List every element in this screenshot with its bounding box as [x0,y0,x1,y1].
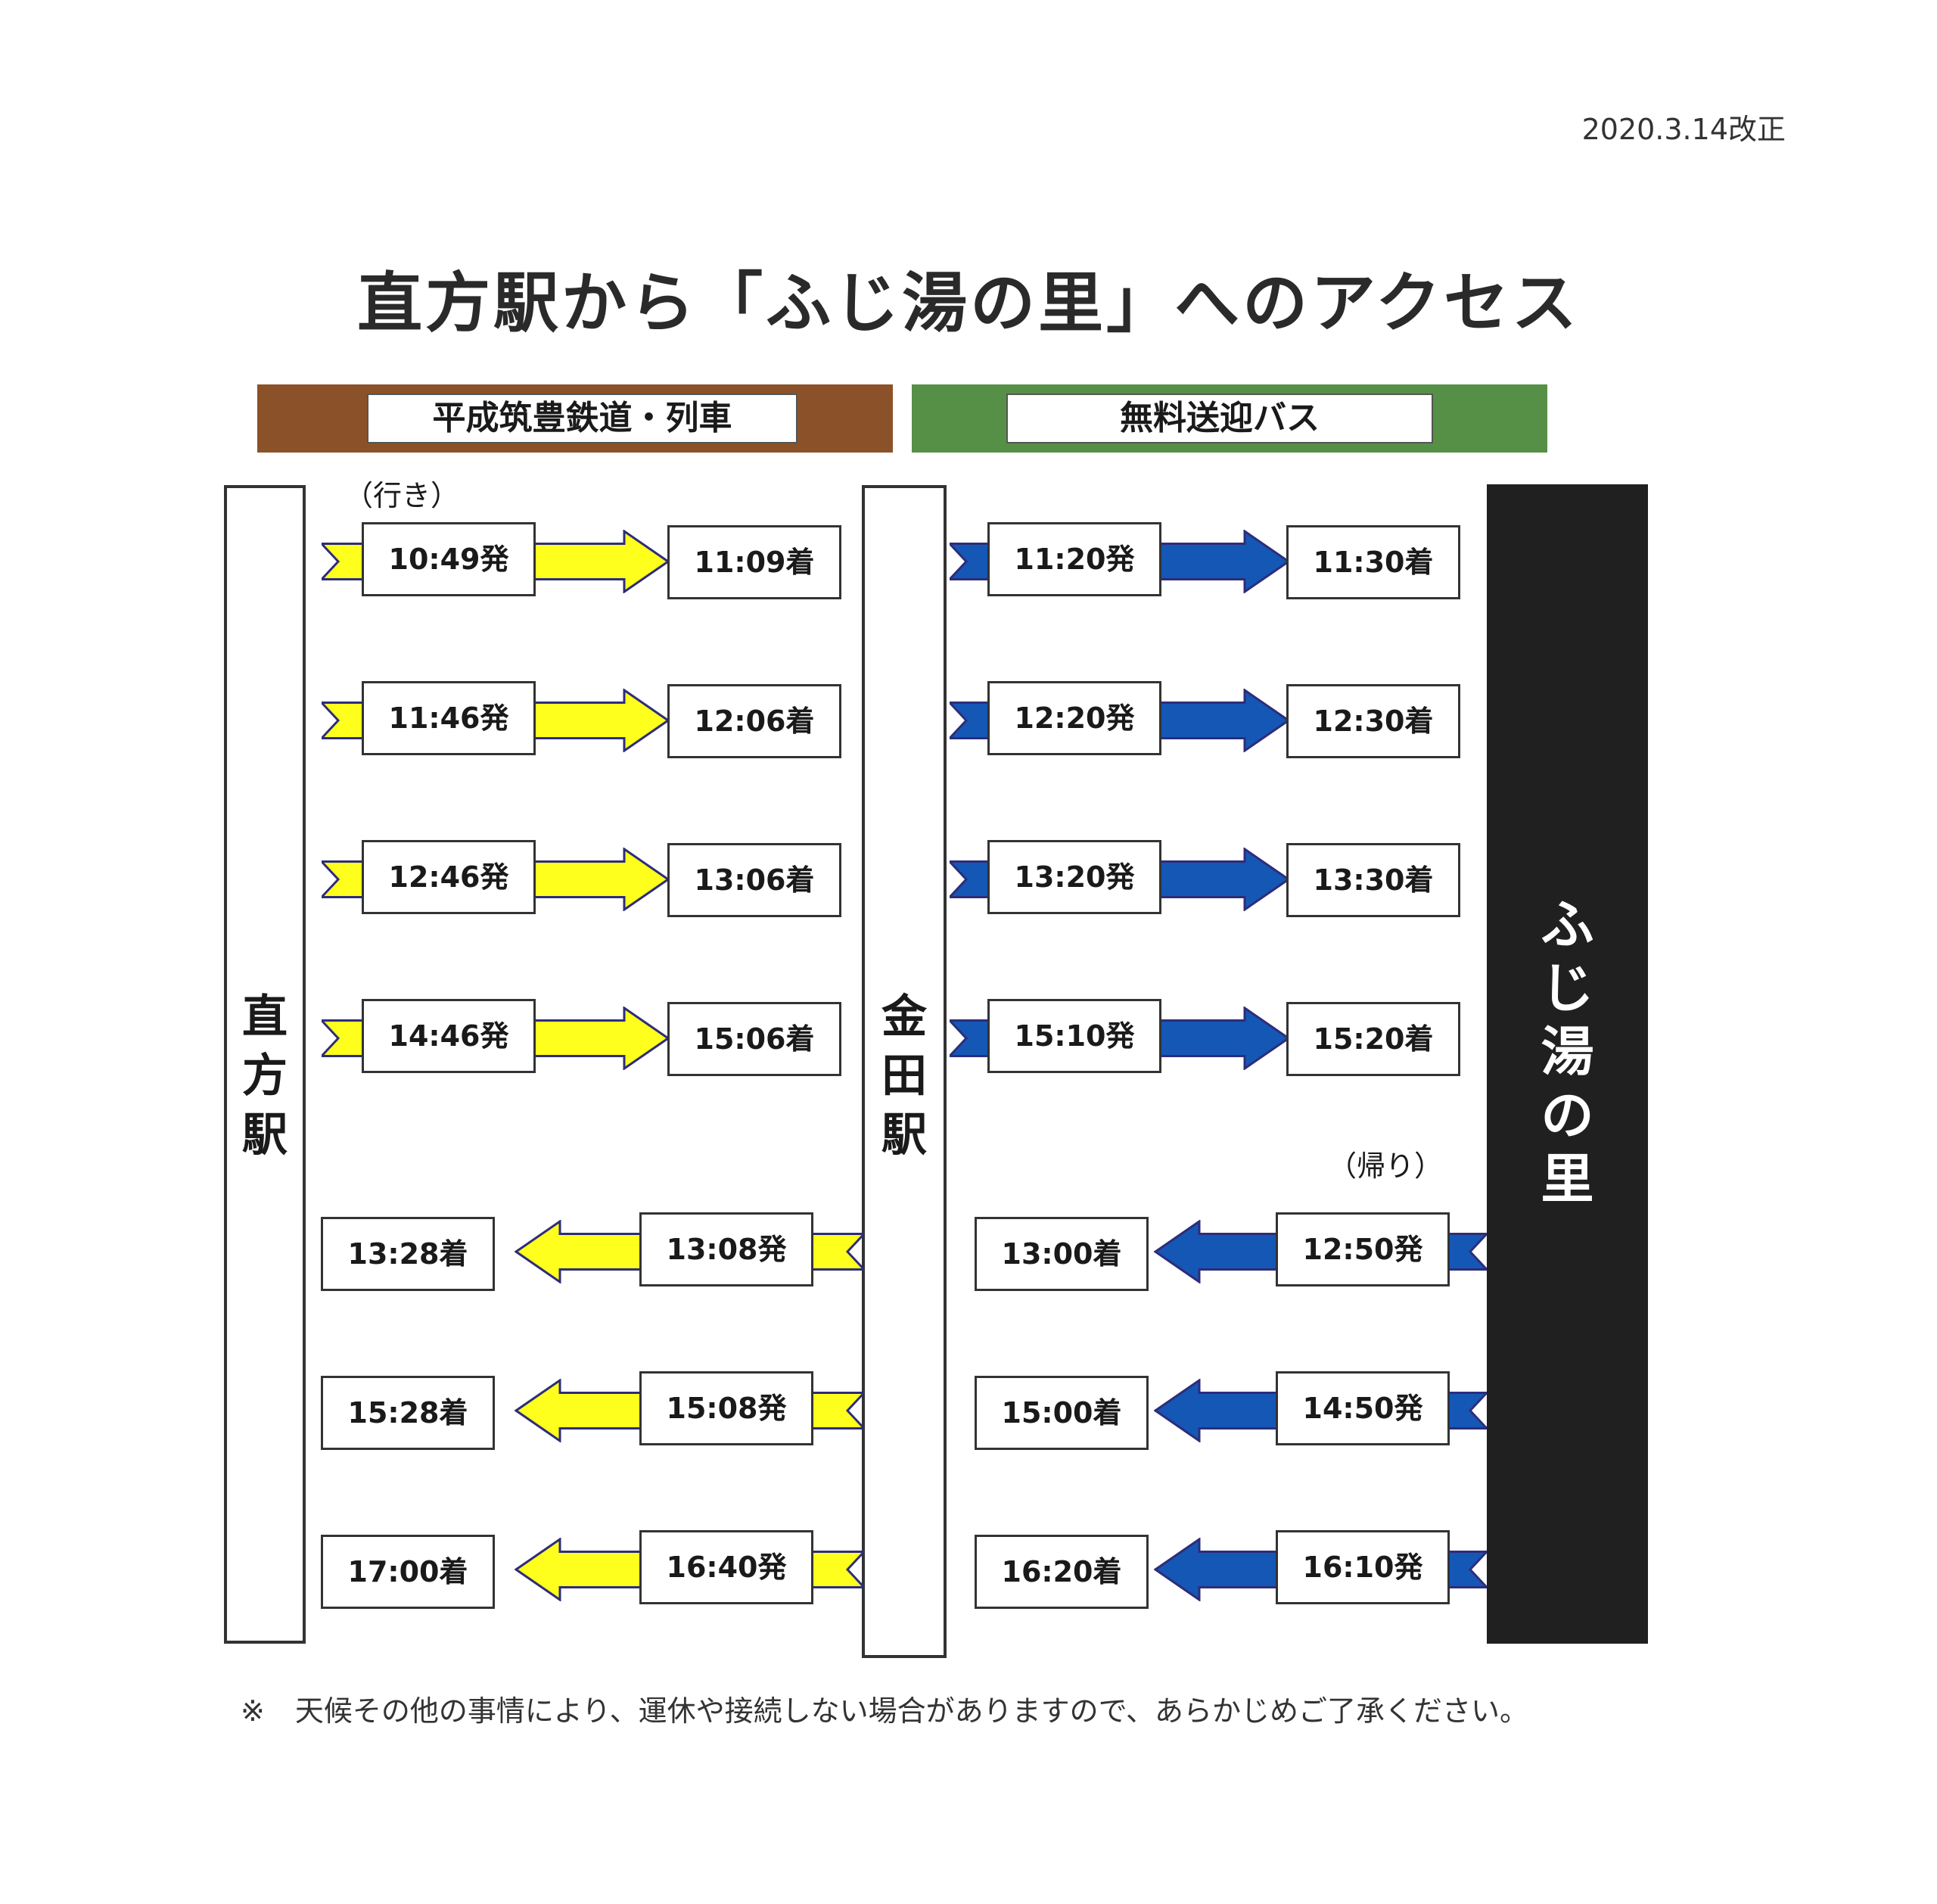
bus-departure-time: 13:20発 [987,840,1161,914]
bus-arrival-time: 12:30着 [1286,684,1460,758]
bus-arrival-time: 11:30着 [1286,525,1460,599]
train-departure-time: 16:40発 [639,1530,813,1604]
bus-arrival-time: 15:00着 [975,1376,1149,1450]
train-band: 平成筑豊鉄道・列車 [257,384,893,453]
bus-departure-time: 12:20発 [987,681,1161,755]
note-mark: ※ [241,1694,265,1728]
train-departure-time: 15:08発 [639,1371,813,1445]
bus-band-label: 無料送迎バス [1006,394,1433,443]
bus-departure-time: 15:10発 [987,999,1161,1073]
train-arrival-time: 13:06着 [667,843,841,917]
train-departure-time: 11:46発 [362,681,536,755]
station-nogata: 直方駅 [224,485,306,1644]
note-text: 天候その他の事情により、運休や接続しない場合がありますので、あらかじめご了承くだ… [294,1694,1529,1728]
page-title: 直方駅から「ふじ湯の里」へのアクセス [357,266,1580,341]
bus-departure-time: 14:50発 [1276,1371,1450,1445]
footnote: ※ 天候その他の事情により、運休や接続しない場合がありますので、あらかじめご了承く… [241,1688,1528,1729]
train-band-label: 平成筑豊鉄道・列車 [367,394,797,443]
bus-departure-time: 12:50発 [1276,1212,1450,1286]
revision-date: 2020.3.14改正 [1581,113,1786,146]
station-kaneda-label: 金田駅 [881,991,927,1162]
station-nogata-label: 直方駅 [242,991,288,1162]
train-arrival-time: 15:06着 [667,1002,841,1076]
train-departure-time: 13:08発 [639,1212,813,1286]
train-arrival-time: 13:28着 [321,1217,495,1291]
train-arrival-time: 15:28着 [321,1376,495,1450]
bus-departure-time: 16:10発 [1276,1530,1450,1604]
train-arrival-time: 12:06着 [667,684,841,758]
train-arrival-time: 17:00着 [321,1535,495,1609]
outbound-label: （行き） [344,479,460,512]
station-fujiyu-label: ふじ湯の里 [1541,894,1594,1210]
train-departure-time: 14:46発 [362,999,536,1073]
bus-departure-time: 11:20発 [987,522,1161,596]
station-kaneda: 金田駅 [862,485,947,1658]
train-departure-time: 10:49発 [362,522,536,596]
train-departure-time: 12:46発 [362,840,536,914]
station-fujiyu: ふじ湯の里 [1487,484,1648,1644]
bus-arrival-time: 15:20着 [1286,1002,1460,1076]
bus-band: 無料送迎バス [912,384,1547,453]
train-arrival-time: 11:09着 [667,525,841,599]
bus-arrival-time: 16:20着 [975,1535,1149,1609]
bus-arrival-time: 13:30着 [1286,843,1460,917]
bus-arrival-time: 13:00着 [975,1217,1149,1291]
return-label: （帰り） [1328,1150,1444,1183]
